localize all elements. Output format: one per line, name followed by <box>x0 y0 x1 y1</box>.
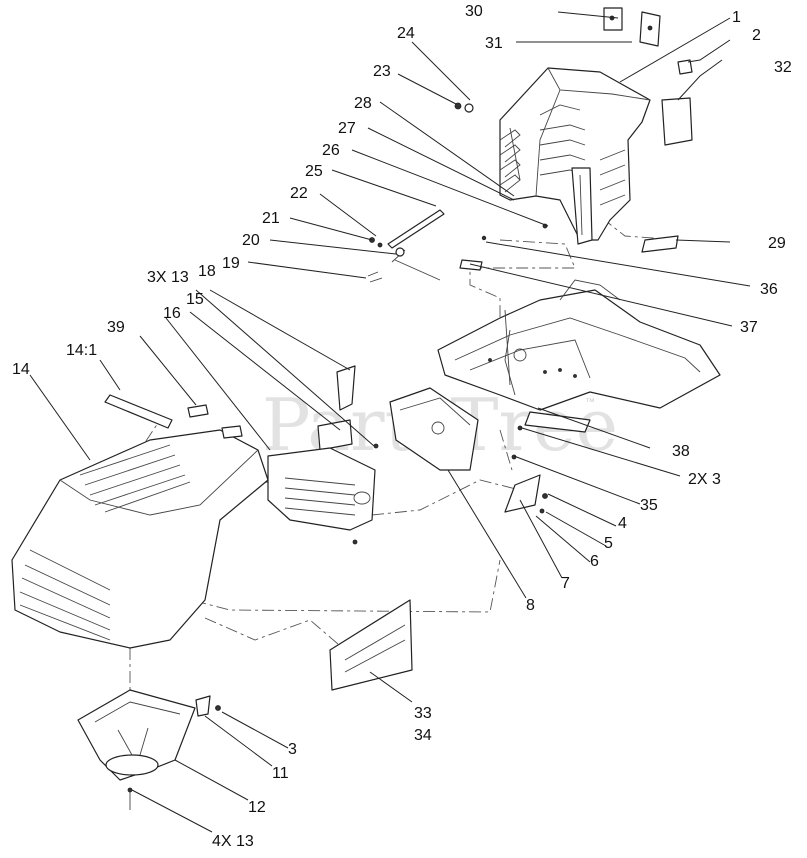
callout-12: 12 <box>248 799 266 816</box>
callout-6: 6 <box>590 553 599 570</box>
dash-console <box>267 447 376 545</box>
callout-5: 5 <box>604 535 613 552</box>
callout-39: 39 <box>107 319 125 336</box>
callout-7: 7 <box>561 575 570 592</box>
callout-14: 14 <box>12 361 30 378</box>
leader-lines <box>29 11 751 833</box>
callout-35: 35 <box>640 497 658 514</box>
linkage-rods <box>367 102 548 386</box>
callout-16: 16 <box>163 305 181 322</box>
callout-labels: 1 2 32 30 31 24 23 28 27 26 25 22 21 20 … <box>12 3 792 850</box>
callout-1: 1 <box>732 9 741 26</box>
callout-29: 29 <box>768 235 786 252</box>
side-decal <box>329 599 413 691</box>
callout-23: 23 <box>373 63 391 80</box>
rear-fender-seat-pan <box>499 7 693 253</box>
callout-19: 19 <box>222 255 240 272</box>
callout-18: 18 <box>198 263 216 280</box>
callout-36: 36 <box>760 281 778 298</box>
callout-11: 11 <box>272 765 289 782</box>
callout-3x13: 3X 13 <box>147 269 189 286</box>
callout-8: 8 <box>526 597 535 614</box>
callout-21: 21 <box>262 210 280 227</box>
callout-34: 34 <box>414 727 432 744</box>
callout-33: 33 <box>414 705 432 722</box>
watermark-trademark: ™ <box>585 397 595 408</box>
callout-30: 30 <box>465 3 483 20</box>
callout-25: 25 <box>305 163 323 180</box>
callout-24: 24 <box>397 25 415 42</box>
callout-15: 15 <box>186 291 204 308</box>
callout-27: 27 <box>338 120 356 137</box>
callout-31: 31 <box>485 35 503 52</box>
dash-brackets <box>317 365 548 514</box>
callout-37: 37 <box>740 319 758 336</box>
callout-38: 38 <box>672 443 690 460</box>
callout-3: 3 <box>288 741 297 758</box>
callout-4: 4 <box>618 515 627 532</box>
callout-32: 32 <box>774 59 792 76</box>
callout-26: 26 <box>322 142 340 159</box>
callout-28: 28 <box>354 95 372 112</box>
callout-20: 20 <box>242 232 260 249</box>
headlight-cup <box>77 689 221 810</box>
floor-pan <box>437 279 721 433</box>
callout-22: 22 <box>290 185 308 202</box>
callout-14-1: 14:1 <box>66 342 97 359</box>
callout-2: 2 <box>752 27 761 44</box>
callout-2x3: 2X 3 <box>688 471 721 488</box>
hood <box>11 394 269 649</box>
callout-4x13: 4X 13 <box>212 833 254 850</box>
